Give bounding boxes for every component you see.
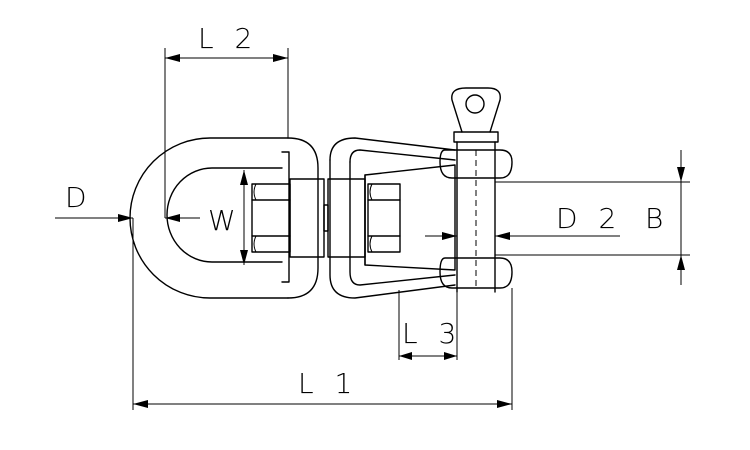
right-nut [367,183,401,253]
label-L1: L 1 [298,367,358,400]
dimension-L3: L 3 [399,317,462,360]
label-D: D [65,181,93,214]
label-B: B [645,202,669,235]
extension-lines [132,48,690,410]
label-W: W [208,204,242,237]
swivel-body [327,137,456,299]
label-L2: L 2 [198,22,258,55]
dimension-L2: L 2 [165,22,288,62]
dimension-W: W [208,170,248,265]
dimension-B: B [645,150,685,285]
dimension-D2: D 2 [425,202,622,240]
left-nut [251,183,291,253]
cross-pin [439,87,513,293]
dimension-D: D [55,181,200,222]
label-L3: L 3 [402,317,462,350]
label-D2: D 2 [556,202,622,235]
swivel-bolt [289,178,329,258]
dimension-L1: L 1 [133,367,512,408]
